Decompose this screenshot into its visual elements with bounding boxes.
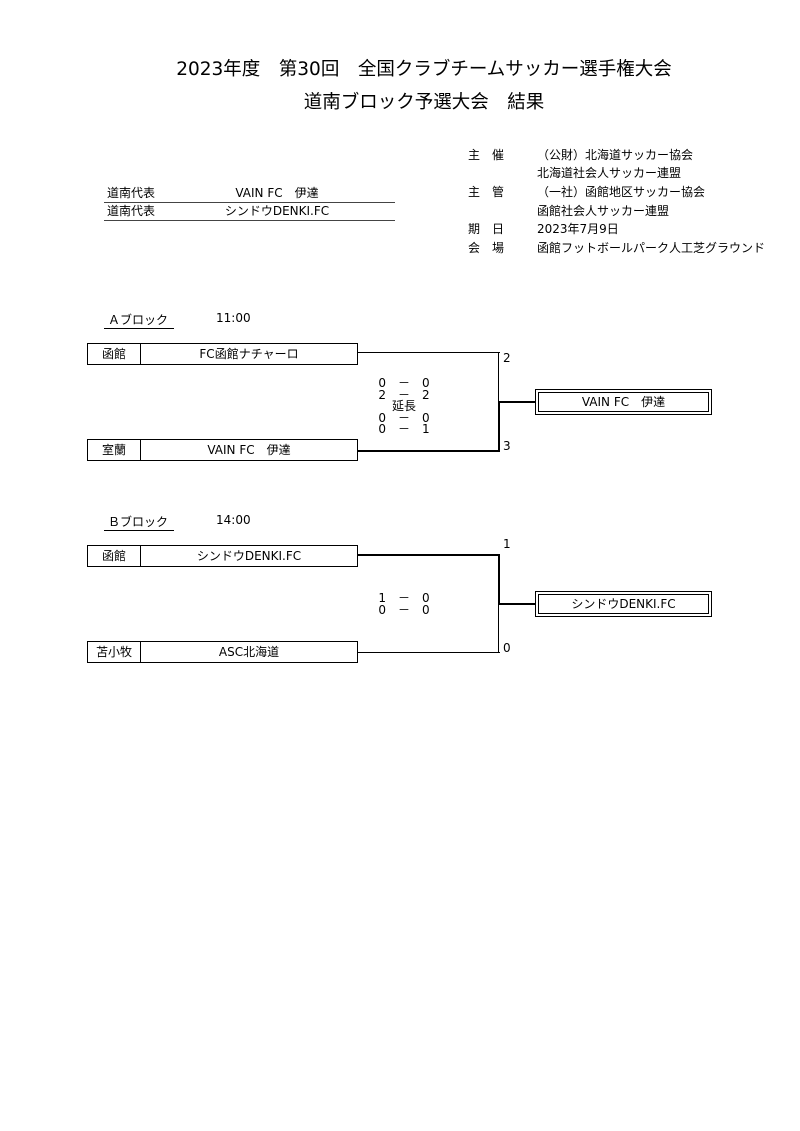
block-b-score-detail: 1 － 0 0 － 0 bbox=[374, 591, 434, 617]
team-name: VAIN FC 伊達 bbox=[207, 443, 291, 457]
page-title: 2023年度 第30回 全国クラブチームサッカー選手権大会 bbox=[176, 59, 672, 80]
score-line: 0 － 0 bbox=[378, 602, 430, 617]
score-line: 延長 bbox=[391, 399, 416, 413]
bracket-line-b-winner bbox=[498, 603, 535, 605]
block-b-name: Ｂブロック bbox=[108, 515, 169, 529]
block-a-winner: VAIN FC 伊達 bbox=[538, 392, 709, 412]
score-line: 1 － 0 bbox=[378, 591, 430, 605]
team-region: 函館 bbox=[88, 546, 141, 566]
representative-row-1: 道南代表 VAIN FC 伊達 bbox=[104, 185, 395, 203]
organizer-1: （公財）北海道サッカー協会 bbox=[537, 148, 694, 162]
block-a-score-bottom: 3 bbox=[503, 439, 511, 453]
block-a-team-bottom: 室蘭 VAIN FC 伊達 bbox=[87, 439, 358, 461]
block-b-winner: シンドウDENKI.FC bbox=[538, 594, 709, 614]
bracket-line-b-bottom bbox=[358, 652, 500, 653]
team-region: 函館 bbox=[88, 344, 141, 364]
representative-row-2: 道南代表 シンドウDENKI.FC bbox=[104, 203, 395, 221]
block-b-team-top: 函館 シンドウDENKI.FC bbox=[87, 545, 358, 567]
bracket-line-a-winner bbox=[498, 401, 535, 403]
venue-label: 会 場 bbox=[468, 241, 505, 255]
page-subtitle: 道南ブロック予選大会 結果 bbox=[303, 92, 545, 113]
bracket-line-a-top-vertical bbox=[498, 352, 499, 402]
organizer-label: 主 催 bbox=[468, 148, 505, 162]
team-name: シンドウDENKI.FC bbox=[196, 549, 302, 563]
representative-team: シンドウDENKI.FC bbox=[224, 204, 330, 218]
block-a-winner-box: VAIN FC 伊達 bbox=[535, 389, 712, 415]
block-b-team-bottom: 苫小牧 ASC北海道 bbox=[87, 641, 358, 663]
block-a-time: 11:00 bbox=[216, 311, 251, 325]
block-b-winner-box: シンドウDENKI.FC bbox=[535, 591, 712, 617]
manager-2: 函館社会人サッカー連盟 bbox=[537, 204, 670, 218]
team-region: 室蘭 bbox=[88, 440, 141, 460]
block-a-score-top: 2 bbox=[503, 351, 511, 365]
block-a-underline bbox=[104, 328, 174, 329]
organizer-2: 北海道社会人サッカー連盟 bbox=[537, 166, 682, 180]
bracket-line-b-bottom-vertical bbox=[498, 603, 499, 653]
block-a-score-detail: 0 － 0 2 － 2 延長 0 － 0 0 － 1 bbox=[374, 376, 434, 436]
bracket-line-a-bottom-vertical bbox=[498, 401, 500, 452]
block-a-name: Ａブロック bbox=[108, 313, 169, 327]
date-label: 期 日 bbox=[468, 222, 505, 236]
manager-1: （一社）函館地区サッカー協会 bbox=[537, 185, 706, 199]
team-name: ASC北海道 bbox=[218, 645, 280, 659]
bracket-line-a-bottom bbox=[358, 450, 500, 452]
score-line: 0 － 0 bbox=[378, 376, 430, 390]
block-a-team-top: 函館 FC函館ナチャーロ bbox=[87, 343, 358, 365]
venue-value: 函館フットボールパーク人工芝グラウンド bbox=[537, 241, 766, 255]
block-b-time: 14:00 bbox=[216, 513, 251, 527]
block-b-underline bbox=[104, 530, 174, 531]
bracket-line-b-top bbox=[358, 554, 500, 556]
team-name: FC函館ナチャーロ bbox=[199, 347, 299, 361]
representative-label: 道南代表 bbox=[107, 204, 156, 218]
manager-label: 主 管 bbox=[468, 185, 505, 199]
score-line: 0 － 0 bbox=[378, 410, 430, 425]
score-line: 2 － 2 bbox=[378, 387, 430, 402]
date-value: 2023年7月9日 bbox=[537, 222, 619, 236]
block-b-score-bottom: 0 bbox=[503, 641, 511, 655]
bracket-line-a-top bbox=[358, 352, 500, 353]
score-line: 0 － 1 bbox=[378, 422, 430, 436]
representative-label: 道南代表 bbox=[107, 186, 156, 200]
block-b-score-top: 1 bbox=[503, 537, 511, 551]
bracket-line-b-top-vertical bbox=[498, 554, 500, 604]
team-region: 苫小牧 bbox=[88, 642, 141, 662]
representative-team: VAIN FC 伊達 bbox=[235, 186, 319, 200]
